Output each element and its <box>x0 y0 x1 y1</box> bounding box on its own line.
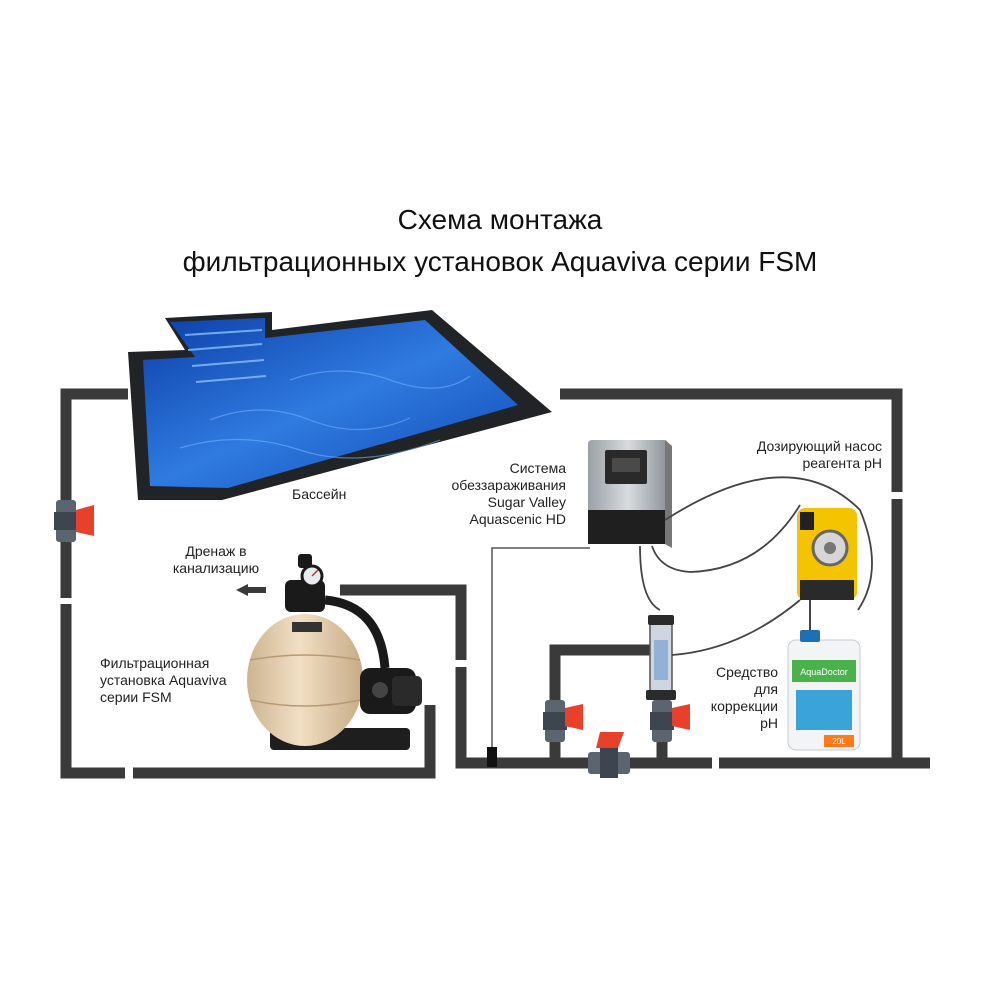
ph-agent-canister: AquaDoctor 20L <box>787 630 861 751</box>
label-disinfection-line-2: обеззараживания <box>451 477 566 493</box>
label-pool: Бассейн <box>292 486 347 502</box>
sensor-probe <box>487 747 497 767</box>
pool-water <box>143 318 518 488</box>
filter-label-plate <box>292 622 322 632</box>
label-filter-line-1: Фильтрационная <box>100 655 210 671</box>
label-filter-line-3: серии FSM <box>100 689 172 705</box>
diagram-title-line-2: фильтрационных установок Aquaviva серии … <box>182 246 818 277</box>
dosing-pump <box>797 508 857 640</box>
valve-bypass-left <box>543 700 583 742</box>
filter-valve-body <box>285 580 325 612</box>
drain-arrow-icon <box>236 584 248 596</box>
controller-cables <box>639 476 873 611</box>
pipe-joints <box>58 492 906 780</box>
label-dosing-pump: Дозирующий насос реагента pH <box>720 438 882 472</box>
label-filter-unit: Фильтрационная установка Aquaviva серии … <box>100 655 227 706</box>
pool <box>128 310 552 500</box>
filter-pump <box>360 668 422 714</box>
label-ph-agent: Средство для коррекции pH <box>690 664 778 732</box>
canister-volume: 20L <box>832 737 846 746</box>
filter-unit <box>247 554 422 750</box>
label-drain: Дренаж в канализацию <box>160 543 272 577</box>
label-drain-line-2: канализацию <box>172 560 260 576</box>
label-disinfection-line-1: Система <box>509 460 566 476</box>
valve-left-return <box>54 500 94 542</box>
label-ph-line-2: для <box>754 681 778 697</box>
label-filter-line-2: установка Aquaviva <box>100 672 227 688</box>
label-dosing-line-1: Дозирующий насос <box>756 438 882 454</box>
filter-tank <box>247 614 363 746</box>
label-ph-line-3: коррекции <box>710 698 778 714</box>
pool-steps <box>184 329 267 383</box>
label-dosing-line-2: реагента pH <box>802 455 882 471</box>
pipe-left-return <box>60 388 436 779</box>
label-disinfection-line-4: Aquascenic HD <box>469 511 567 527</box>
valve-bypass-right <box>650 700 690 742</box>
label-ph-line-1: Средство <box>715 664 778 680</box>
label-disinfection-system: Система обеззараживания Sugar Valley Aqu… <box>420 460 566 528</box>
pool-ripples <box>179 370 471 459</box>
filter-pump-hose <box>324 595 390 669</box>
label-disinfection-line-3: Sugar Valley <box>487 494 566 510</box>
label-ph-line-4: pH <box>760 715 778 731</box>
pipe-right-supply <box>560 388 903 763</box>
sensor-line <box>491 547 590 760</box>
canister-brand: AquaDoctor <box>800 667 848 677</box>
disinfection-controller <box>588 440 672 548</box>
diagram-title-line-1: Схема монтажа <box>397 204 603 235</box>
electrolysis-cell <box>646 599 801 700</box>
pipe-filter-to-pump-inlet <box>340 584 930 769</box>
label-drain-line-1: Дренаж в <box>185 543 247 559</box>
valve-bottom <box>588 732 630 778</box>
